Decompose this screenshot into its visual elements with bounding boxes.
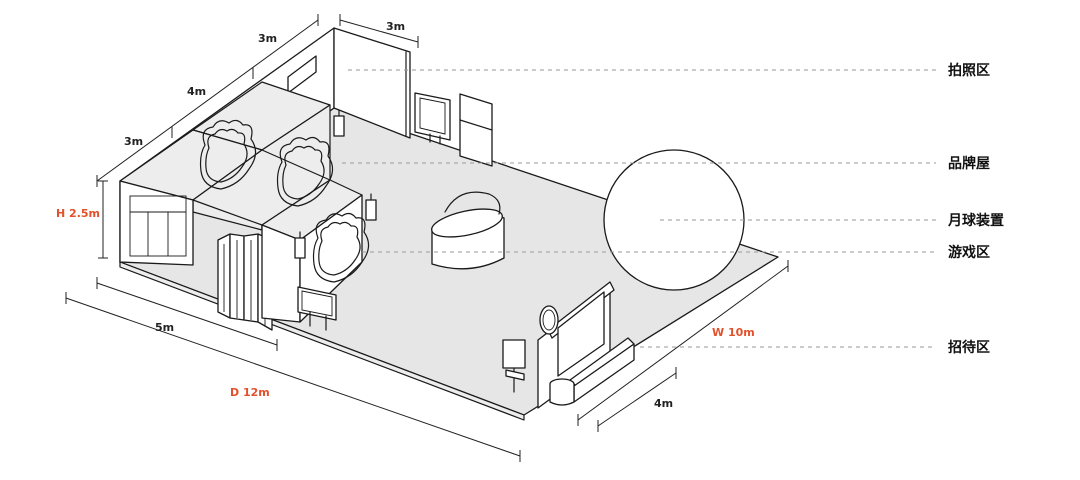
- brand-house-window: [129, 195, 187, 257]
- reception-area: [502, 281, 635, 409]
- photo-area-boards: [414, 92, 493, 167]
- zone-label-game: 游戏区: [948, 244, 990, 261]
- dimension-labels: H 2.5m D 12m W 10m 5m 4m 3m 4m 3m 3m: [56, 20, 755, 410]
- width-label: W 10m: [712, 326, 755, 339]
- left-3m-lower-label: 3m: [124, 135, 143, 148]
- floor-sign: [297, 286, 337, 331]
- game-area-basin: [431, 191, 505, 270]
- zone-label-photo: 拍照区: [948, 62, 990, 79]
- wall-dispensers: [294, 109, 377, 259]
- right-4m-label: 4m: [654, 397, 673, 410]
- mascot-outlines: [199, 119, 370, 283]
- depth-label: D 12m: [230, 386, 270, 399]
- zone-labels: 拍照区 品牌屋 月球装置 游戏区 招待区: [947, 62, 1004, 356]
- height-label: H 2.5m: [56, 207, 100, 220]
- top-3m-label: 3m: [386, 20, 405, 33]
- front-5m-label: 5m: [155, 321, 174, 334]
- dimension-lines: [65, 14, 789, 462]
- moon-installation: [603, 149, 745, 291]
- left-4m-label: 4m: [187, 85, 206, 98]
- zone-label-reception: 招待区: [948, 339, 990, 356]
- zone-leaders: [342, 69, 936, 348]
- left-3m-upper-label: 3m: [258, 32, 277, 45]
- zone-label-brand-house: 品牌屋: [948, 155, 990, 172]
- zone-label-moon: 月球装置: [947, 212, 1004, 229]
